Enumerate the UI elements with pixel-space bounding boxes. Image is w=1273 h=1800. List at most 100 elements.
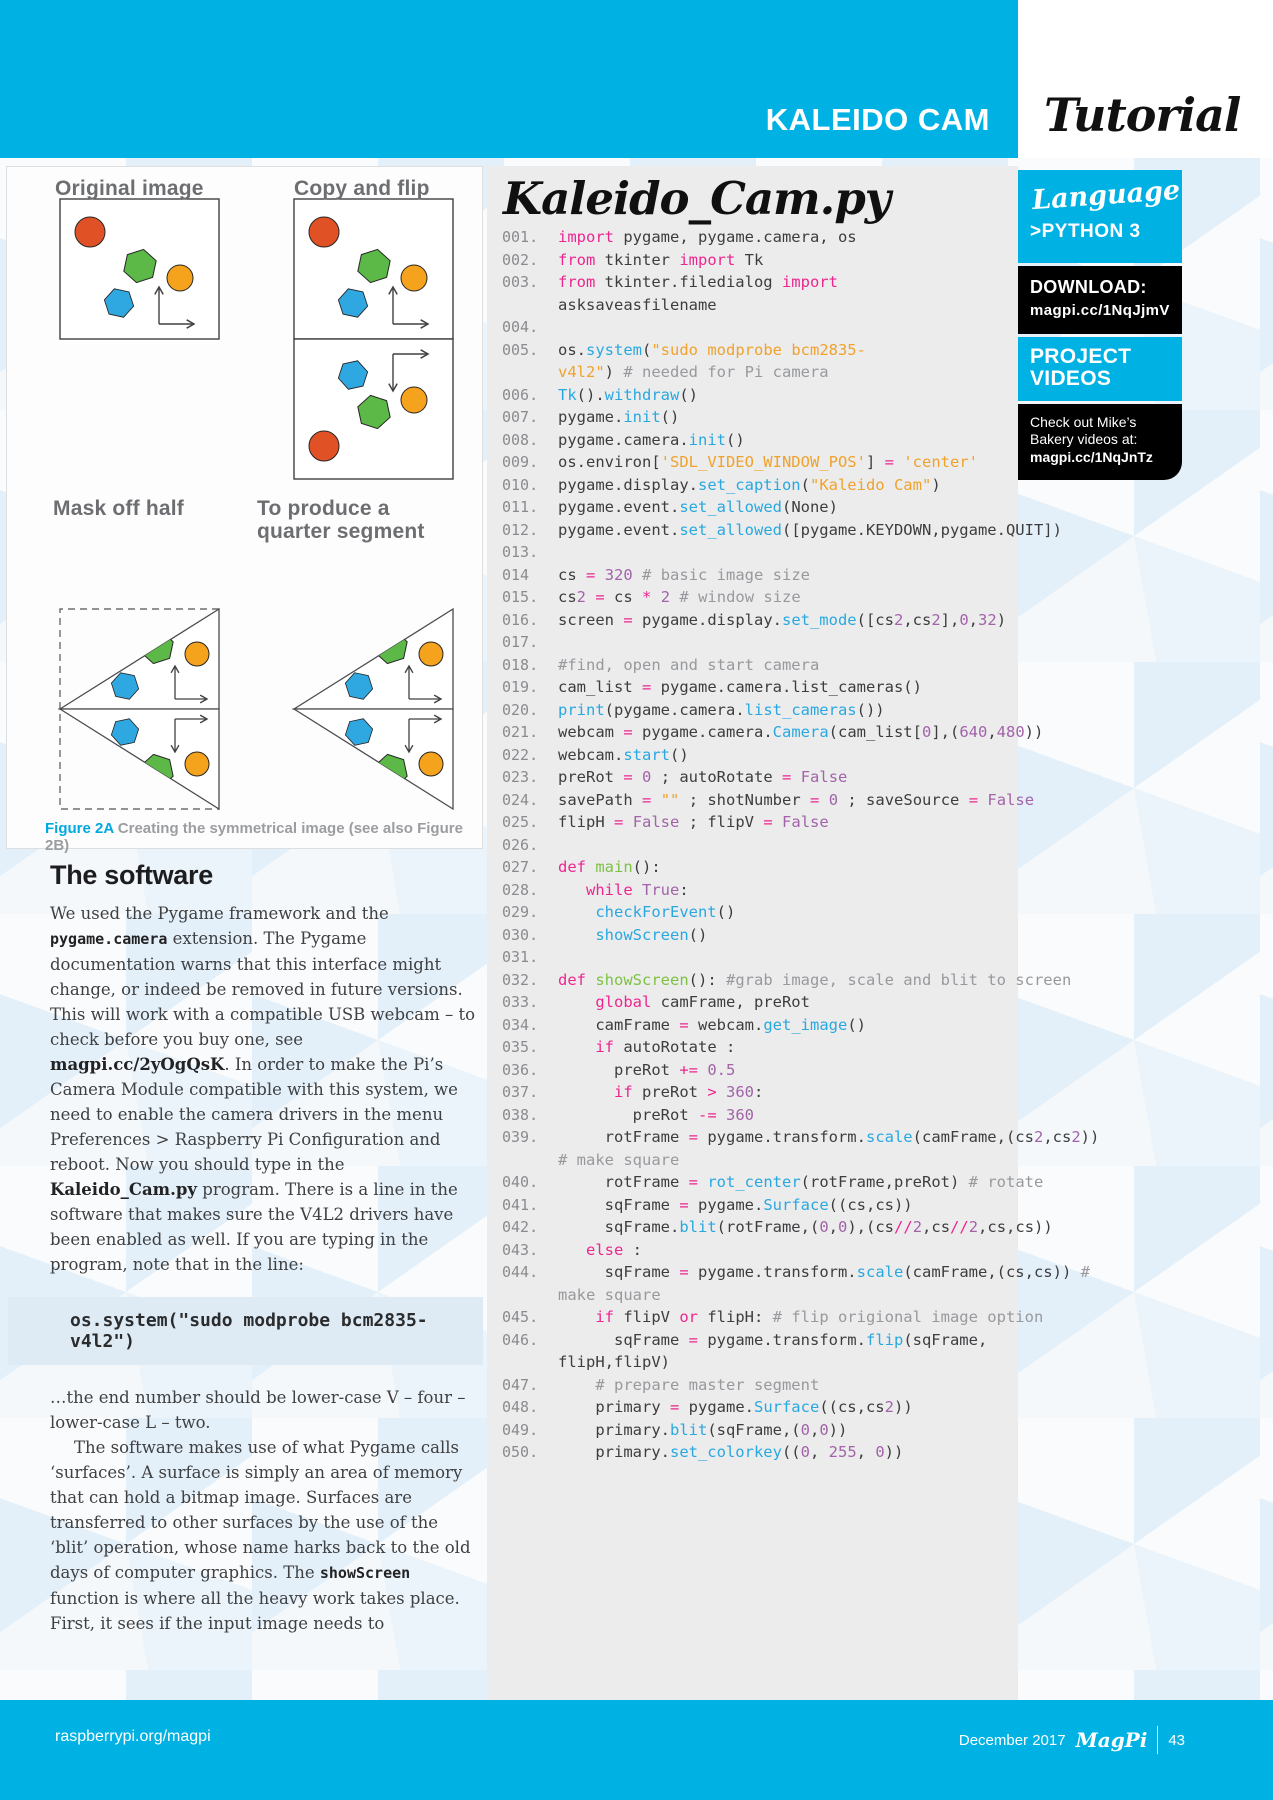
code-text: rotFrame = pygame.transform.scale(camFra… bbox=[558, 1128, 1100, 1146]
footer-page-number: 43 bbox=[1168, 1731, 1185, 1749]
line-number: 008. bbox=[502, 430, 539, 449]
code-text: import pygame, pygame.camera, os bbox=[558, 228, 857, 246]
line-number: 002. bbox=[502, 250, 539, 269]
line-number: 048. bbox=[502, 1398, 539, 1416]
code-line: 050. primary.set_colorkey((0, 255, 0)) bbox=[487, 1443, 1018, 1466]
tutorial-logo: Tutorial bbox=[1044, 88, 1241, 142]
code-line: 046. sqFrame = pygame.transform.flip(sqF… bbox=[487, 1331, 1018, 1354]
code-line: 009.os.environ['SDL_VIDEO_WINDOW_POS'] =… bbox=[487, 453, 1018, 476]
label-copy-and-flip: Copy and flip bbox=[294, 177, 430, 200]
code-text: def main(): bbox=[558, 858, 661, 876]
code-line: 004. bbox=[487, 318, 1018, 341]
code-line: 030. showScreen() bbox=[487, 926, 1018, 949]
line-number: 007. bbox=[502, 408, 539, 426]
line-number: 037. bbox=[502, 1083, 539, 1101]
bakery-url[interactable]: magpi.cc/1NqJnTz bbox=[1030, 449, 1153, 465]
code-line: 008.pygame.camera.init() bbox=[487, 431, 1018, 454]
code-line: 022. webcam.start() bbox=[487, 746, 1018, 769]
code-text: primary = pygame.Surface((cs,cs2)) bbox=[558, 1398, 913, 1416]
line-number: 039. bbox=[502, 1128, 539, 1146]
line-number: 035. bbox=[502, 1038, 539, 1056]
line-number: 043. bbox=[502, 1240, 539, 1259]
code-line: 041. sqFrame = pygame.Surface((cs,cs)) bbox=[487, 1196, 1018, 1219]
code-line: 001.import pygame, pygame.camera, os bbox=[487, 228, 1018, 251]
code-line: 032.def showScreen(): #grab image, scale… bbox=[487, 971, 1071, 994]
code-inset: os.system("sudo modprobe bcm2835-v4l2") bbox=[8, 1297, 483, 1365]
listing-title: Kaleido_Cam.py bbox=[503, 172, 891, 225]
line-number: 050. bbox=[502, 1443, 539, 1461]
code-line: 039. rotFrame = pygame.transform.scale(c… bbox=[487, 1128, 1099, 1151]
code-text: preRot = 0 ; autoRotate = False bbox=[558, 768, 848, 786]
line-number: 034. bbox=[502, 1015, 539, 1034]
code-text: pygame.event.set_allowed([pygame.KEYDOWN… bbox=[558, 520, 1062, 539]
code-line: 034. camFrame = webcam.get_image() bbox=[487, 1016, 1018, 1039]
code-line: 027.def main(): bbox=[487, 858, 1018, 881]
line-number: 029. bbox=[502, 903, 539, 921]
code-text: # make square bbox=[558, 1150, 680, 1169]
original-image-diagram bbox=[59, 198, 220, 340]
code-line: flipH,flipV) bbox=[487, 1353, 1018, 1376]
code-text: from tkinter import Tk bbox=[558, 250, 764, 269]
code-line: 011.pygame.event.set_allowed(None) bbox=[487, 498, 1018, 521]
line-number: 012. bbox=[502, 520, 539, 539]
code-text: preRot -= 360 bbox=[558, 1105, 754, 1124]
code-line: 026. bbox=[487, 836, 1018, 859]
code-line: 040. rotFrame = rot_center(rotFrame,preR… bbox=[487, 1173, 1043, 1196]
code-text: screen = pygame.display.set_mode([cs2,cs… bbox=[558, 610, 1007, 629]
page-footer: raspberrypi.org/magpi December 2017 MagP… bbox=[0, 1700, 1273, 1800]
code-text: pygame.init() bbox=[558, 408, 680, 426]
code-line: 037. if preRot > 360: bbox=[487, 1083, 1018, 1106]
copy-and-flip-diagram bbox=[293, 198, 454, 480]
line-number: 047. bbox=[502, 1375, 539, 1394]
code-line: 045. if flipV or flipH: # flip origional… bbox=[487, 1308, 1043, 1331]
download-url[interactable]: magpi.cc/1NqJjmV bbox=[1030, 302, 1170, 319]
line-number: 021. bbox=[502, 723, 539, 741]
line-number: 033. bbox=[502, 993, 539, 1011]
code-line: 043. else : bbox=[487, 1241, 1018, 1264]
code-text: rotFrame = rot_center(rotFrame,preRot) #… bbox=[558, 1173, 1044, 1191]
code-text: pygame.event.set_allowed(None) bbox=[558, 498, 838, 516]
code-line: 031. bbox=[487, 948, 1018, 971]
line-number: 013. bbox=[502, 543, 539, 561]
line-number: 005. bbox=[502, 340, 539, 359]
line-number: 010. bbox=[502, 475, 539, 494]
code-line: 021.webcam = pygame.camera.Camera(cam_li… bbox=[487, 723, 1043, 746]
line-number: 020. bbox=[502, 700, 539, 719]
code-line: 047. # prepare master segment bbox=[487, 1376, 1018, 1399]
line-number: 026. bbox=[502, 835, 539, 854]
code-text: os.environ['SDL_VIDEO_WINDOW_POS'] = 'ce… bbox=[558, 453, 978, 471]
code-text: flipH,flipV) bbox=[558, 1353, 670, 1371]
code-text: sqFrame = pygame.transform.scale(camFram… bbox=[558, 1263, 1090, 1281]
figure-2a-diagram bbox=[57, 198, 454, 811]
download-label: DOWNLOAD: bbox=[1030, 277, 1147, 297]
bakery-videos-panel: Check out Mike’s Bakery videos at: magpi… bbox=[1018, 404, 1182, 480]
code-line: 006.Tk().withdraw() bbox=[487, 386, 1018, 409]
code-text: primary.set_colorkey((0, 255, 0)) bbox=[558, 1443, 904, 1461]
code-text: cs2 = cs * 2 # window size bbox=[558, 588, 801, 606]
line-number: 038. bbox=[502, 1105, 539, 1124]
code-line: 023.preRot = 0 ; autoRotate = False bbox=[487, 768, 1018, 791]
code-text: sqFrame.blit(rotFrame,(0,0),(cs//2,cs//2… bbox=[558, 1218, 1053, 1236]
code-line: 036. preRot += 0.5 bbox=[487, 1061, 1018, 1084]
footer-site-url[interactable]: raspberrypi.org/magpi bbox=[55, 1728, 211, 1745]
code-line: make square bbox=[487, 1286, 1018, 1309]
magpi-logo: MagPi bbox=[1075, 1728, 1148, 1752]
line-number: 022. bbox=[502, 745, 539, 764]
label-mask-off-half: Mask off half bbox=[53, 497, 184, 520]
line-number: 006. bbox=[502, 385, 539, 404]
code-text: if autoRotate : bbox=[595, 1038, 736, 1056]
line-number: 003. bbox=[502, 273, 539, 291]
tutorial-brand-box: Tutorial bbox=[1018, 0, 1273, 158]
code-line: 002. from tkinter import Tk bbox=[487, 251, 1018, 274]
code-line: 025.flipH = False ; flipV = False bbox=[487, 813, 1018, 836]
article-paragraph-2: …the end number should be lower-case V –… bbox=[50, 1388, 466, 1432]
code-text: showScreen() bbox=[595, 925, 708, 944]
code-line: 017. bbox=[487, 633, 1018, 656]
code-text: webcam.start() bbox=[558, 745, 689, 764]
code-text: from tkinter.filedialog import bbox=[558, 273, 838, 291]
code-text: v4l2") # needed for Pi camera bbox=[558, 363, 829, 381]
line-number: 040. bbox=[502, 1173, 539, 1191]
article-heading: The software bbox=[50, 860, 213, 890]
figure-caption-tag: Figure 2A bbox=[45, 820, 114, 837]
